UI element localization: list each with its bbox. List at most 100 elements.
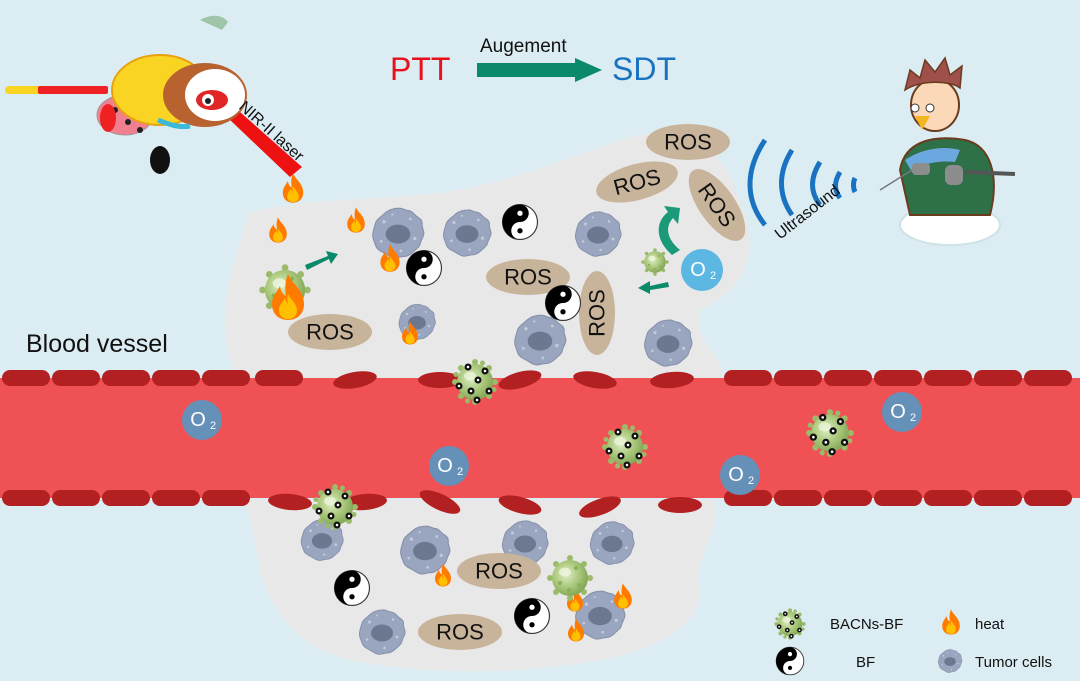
blood-vessel-label: Blood vessel (26, 330, 168, 358)
ros-ellipse (579, 271, 615, 355)
vessel-wall-cell (52, 490, 100, 506)
endothelial-cell (418, 372, 462, 388)
legend-label-heat: heat (975, 616, 1005, 633)
yin-yang-icon (501, 203, 539, 241)
vessel-wall-cell (824, 490, 872, 506)
oxygen-subscript: 2 (457, 466, 463, 478)
oxygen-subscript: 2 (748, 475, 754, 487)
vessel-wall-cell (152, 370, 200, 386)
curved-arrow-icon (658, 206, 680, 255)
ros-label: ROS (436, 620, 484, 645)
blood-vessel (0, 378, 1080, 498)
monkey-character-icon (5, 15, 247, 174)
legend-label-bacns-bf: BACNs-BF (830, 616, 903, 633)
augment-arrow-icon (477, 58, 602, 82)
ros-ellipse (486, 259, 570, 295)
ultrasound-character-icon (879, 56, 1016, 246)
endothelial-cell (650, 371, 694, 389)
oxygen-label: O (690, 259, 706, 281)
vessel-wall-cell (2, 370, 50, 386)
endothelial-cell (419, 490, 461, 514)
vessel-wall-cell (255, 370, 303, 386)
arrow-icon (305, 251, 338, 270)
legend-yin-yang-icon (775, 646, 805, 676)
oxygen-circle (429, 446, 469, 486)
vessel-wall-cell (874, 490, 922, 506)
legend-label-tumor-cells: Tumor cells (975, 654, 1052, 671)
ros-badge: ROS (457, 553, 541, 589)
vessel-wall-cell (202, 490, 250, 506)
endothelial-cell (573, 371, 617, 389)
oxygen-circle (882, 392, 922, 432)
ros-label: ROS (475, 559, 523, 584)
ultrasound-waves-icon (747, 138, 858, 227)
ptt-label: PTT (390, 51, 450, 87)
ros-badge: ROS (596, 161, 678, 203)
vessel-wall-cell (974, 490, 1022, 506)
vessel-wall (2, 370, 1072, 518)
vessel-wall-cell (102, 490, 150, 506)
vessel-wall-cell (874, 370, 922, 386)
endothelial-cell (498, 370, 542, 390)
legend-nanoparticle-icon (774, 608, 806, 640)
oxygen-subscript: 2 (210, 420, 216, 432)
vessel-wall-cell (824, 370, 872, 386)
endothelial-cell (333, 371, 377, 389)
vessel-wall-cell (724, 370, 772, 386)
arrow-icon (638, 281, 669, 294)
yin-yang-icon (513, 597, 551, 635)
endothelial-cell (579, 496, 621, 518)
ros-ellipse (646, 124, 730, 160)
oxygen-circle (182, 400, 222, 440)
nanoparticle-icon (806, 409, 854, 457)
ros-ellipse (596, 161, 678, 203)
vessel-wall-cell (52, 370, 100, 386)
ros-label: ROS (306, 320, 354, 345)
vessel-wall-cell (974, 370, 1022, 386)
ros-badge: ROS (579, 271, 615, 355)
vessel-wall-cell (202, 370, 250, 386)
legend-label-bf: BF (856, 654, 875, 671)
sdt-label: SDT (612, 51, 676, 87)
endothelial-cell (658, 497, 702, 513)
vessel-wall-cell (1024, 370, 1072, 386)
nanoparticle-empty-icon (641, 248, 669, 276)
augment-label: Augement (480, 36, 567, 57)
nanoparticle-empty-icon (547, 555, 593, 601)
yin-yang-icon (333, 569, 371, 607)
vessel-wall-cell (152, 490, 200, 506)
oxygen-label: O (728, 464, 744, 486)
ros-badge: ROS (646, 124, 730, 160)
oxygen-label: O (890, 401, 906, 423)
oxygen-label: O (190, 409, 206, 431)
ros-label: ROS (585, 289, 610, 337)
vessel-wall-cell (924, 490, 972, 506)
ros-ellipse (288, 314, 372, 350)
ros-label: ROS (504, 265, 552, 290)
ros-badge: ROS (486, 259, 570, 295)
ros-ellipse (688, 169, 746, 241)
vessel-wall-cell (774, 490, 822, 506)
yin-yang-icon (405, 249, 443, 287)
endothelial-cell (498, 495, 542, 515)
oxygen-label: O (437, 455, 453, 477)
ros-badge: ROS (418, 614, 502, 650)
laser-beam (228, 112, 302, 177)
vessel-wall-cell (924, 370, 972, 386)
vessel-wall-cell (102, 370, 150, 386)
nanoparticle-icon (602, 424, 648, 470)
oxygen-subscript: 2 (710, 270, 716, 282)
ros-ellipse (457, 553, 541, 589)
oxygen-subscript: 2 (910, 412, 916, 424)
vessel-wall-cell (1024, 490, 1072, 506)
ros-badge: ROS (288, 314, 372, 350)
ros-ellipse (418, 614, 502, 650)
vessel-wall-cell (2, 490, 50, 506)
